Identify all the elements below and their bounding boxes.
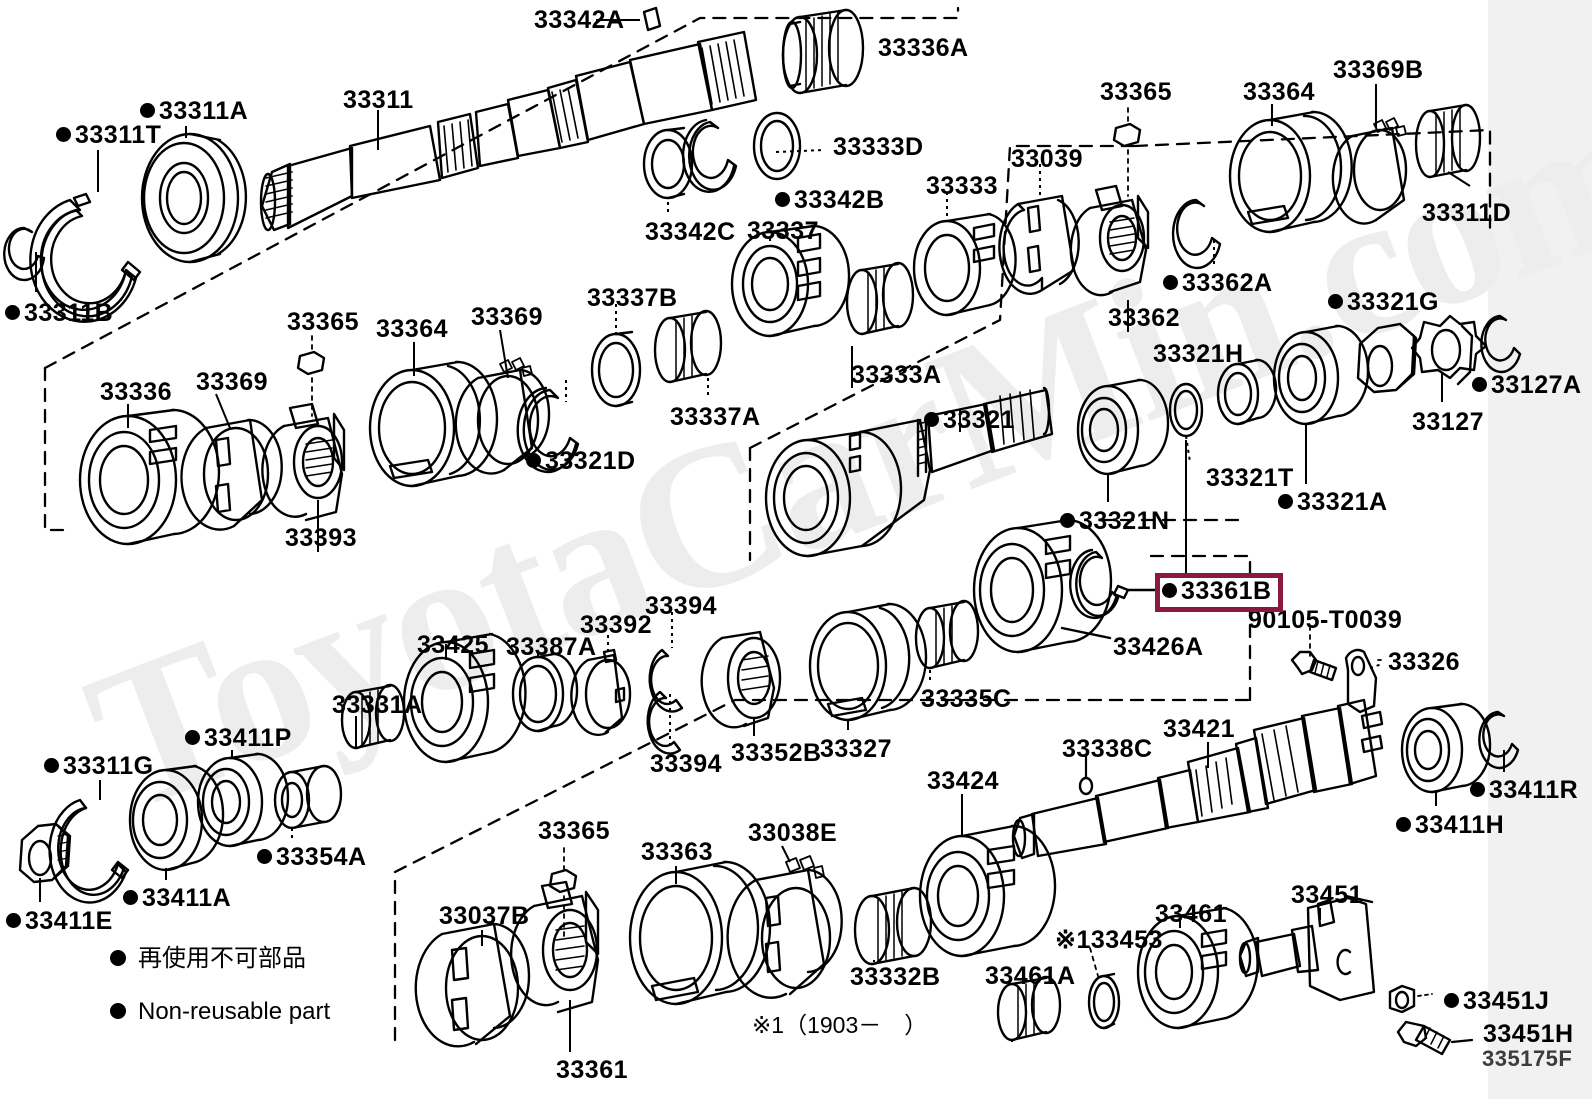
page-edge-band — [1488, 0, 1592, 1099]
part-label-33361[interactable]: 33361 — [556, 1056, 629, 1084]
part-label-33335C[interactable]: 33335C — [921, 685, 1012, 713]
part-label-33451[interactable]: 33451 — [1291, 881, 1364, 909]
part-label-33461A[interactable]: 33461A — [985, 962, 1076, 990]
part-label-33392[interactable]: 33392 — [580, 611, 653, 639]
part-label-33337A[interactable]: 33337A — [670, 403, 761, 431]
part-label-33342A[interactable]: 33342A — [534, 6, 625, 34]
part-label-33411A[interactable]: 33411A — [123, 886, 231, 911]
part-label-33338C[interactable]: 33338C — [1062, 735, 1153, 763]
part-label-33331A[interactable]: 33331A — [332, 691, 423, 719]
part-label-33336[interactable]: 33336 — [100, 378, 173, 406]
part-label-33363[interactable]: 33363 — [641, 838, 714, 866]
part-label-33393[interactable]: 33393 — [285, 524, 358, 552]
part-label-33461[interactable]: 33461 — [1155, 900, 1228, 928]
part-label-33311G[interactable]: 33311G — [44, 754, 154, 779]
part-label-33364[interactable]: 33364 — [376, 315, 449, 343]
part-label-33127[interactable]: 33127 — [1412, 408, 1485, 436]
part-label-33362A[interactable]: 33362A — [1163, 271, 1273, 296]
part-label-33311A[interactable]: 33311A — [140, 99, 248, 124]
part-label-33365[interactable]: 33365 — [538, 817, 611, 845]
part-label-33369[interactable]: 33369 — [471, 303, 544, 331]
part-label-33333D[interactable]: 33333D — [833, 133, 924, 161]
part-label-33411H[interactable]: 33411H — [1396, 813, 1504, 838]
part-label-33321[interactable]: 33321 — [924, 408, 1015, 433]
part-label-33451H[interactable]: 33451H — [1483, 1020, 1574, 1048]
part-label-33327[interactable]: 33327 — [820, 735, 893, 763]
part-label-33333A[interactable]: 33333A — [851, 361, 942, 389]
part-label-33311T[interactable]: 33311T — [56, 123, 161, 148]
part-label-33311B[interactable]: 33311B — [5, 301, 113, 326]
part-label-33365[interactable]: 33365 — [1100, 78, 1173, 106]
part-label-33352B[interactable]: 33352B — [731, 739, 822, 767]
part-label-33321T[interactable]: 33321T — [1206, 464, 1294, 492]
part-label-33421[interactable]: 33421 — [1163, 715, 1236, 743]
part-label-133453[interactable]: ※133453 — [1055, 926, 1163, 954]
part-label-33387A[interactable]: 33387A — [506, 633, 597, 661]
legend-bullet-icon — [110, 950, 126, 966]
legend-japanese: 再使用不可部品 — [110, 938, 306, 973]
part-label-33369B[interactable]: 33369B — [1333, 56, 1424, 84]
part-label-33411P[interactable]: 33411P — [185, 726, 292, 751]
part-label-33411E[interactable]: 33411E — [6, 909, 113, 934]
part-label-33364[interactable]: 33364 — [1243, 78, 1316, 106]
part-label-33336A[interactable]: 33336A — [878, 34, 969, 62]
part-label-33342B[interactable]: 33342B — [775, 188, 885, 213]
legend-bullet-icon — [110, 1003, 126, 1019]
part-label-33337B[interactable]: 33337B — [587, 284, 678, 312]
part-label-33321D[interactable]: 33321D — [526, 449, 636, 474]
part-label-33037B[interactable]: 33037B — [439, 902, 530, 930]
part-label-33342C[interactable]: 33342C — [645, 218, 736, 246]
part-label-33038E[interactable]: 33038E — [748, 819, 838, 847]
part-label-33333[interactable]: 33333 — [926, 172, 999, 200]
part-label-33361B[interactable]: 33361B — [1155, 573, 1283, 612]
part-label-33321G[interactable]: 33321G — [1328, 290, 1439, 315]
part-label-33337[interactable]: 33337 — [747, 217, 820, 245]
sheet-code: 335175F — [1482, 1046, 1573, 1071]
part-label-33039[interactable]: 33039 — [1011, 145, 1084, 173]
part-label-33321H[interactable]: 33321H — [1153, 340, 1244, 368]
part-label-33365[interactable]: 33365 — [287, 308, 360, 336]
part-label-33321A[interactable]: 33321A — [1278, 490, 1388, 515]
part-label-33394[interactable]: 33394 — [645, 592, 718, 620]
part-label-33425[interactable]: 33425 — [417, 631, 490, 659]
part-label-33326[interactable]: 33326 — [1388, 648, 1461, 676]
part-label-33411R[interactable]: 33411R — [1470, 778, 1578, 803]
date-range-note: ※1（1903－ ） — [752, 1012, 928, 1038]
part-label-33394[interactable]: 33394 — [650, 750, 723, 778]
part-label-33311D[interactable]: 33311D — [1422, 199, 1512, 227]
legend-english: Non-reusable part — [110, 998, 330, 1026]
part-label-33362[interactable]: 33362 — [1108, 304, 1181, 332]
part-label-33451J[interactable]: 33451J — [1444, 989, 1549, 1014]
part-label-33426A[interactable]: 33426A — [1113, 633, 1204, 661]
part-label-33424[interactable]: 33424 — [927, 767, 1000, 795]
part-label-33311[interactable]: 33311 — [343, 86, 414, 114]
part-label-33321N[interactable]: 33321N — [1060, 509, 1170, 534]
part-label-33332B[interactable]: 33332B — [850, 963, 941, 991]
part-label-33354A[interactable]: 33354A — [257, 845, 367, 870]
part-label-33127A[interactable]: 33127A — [1472, 373, 1582, 398]
part-label-33369[interactable]: 33369 — [196, 368, 269, 396]
